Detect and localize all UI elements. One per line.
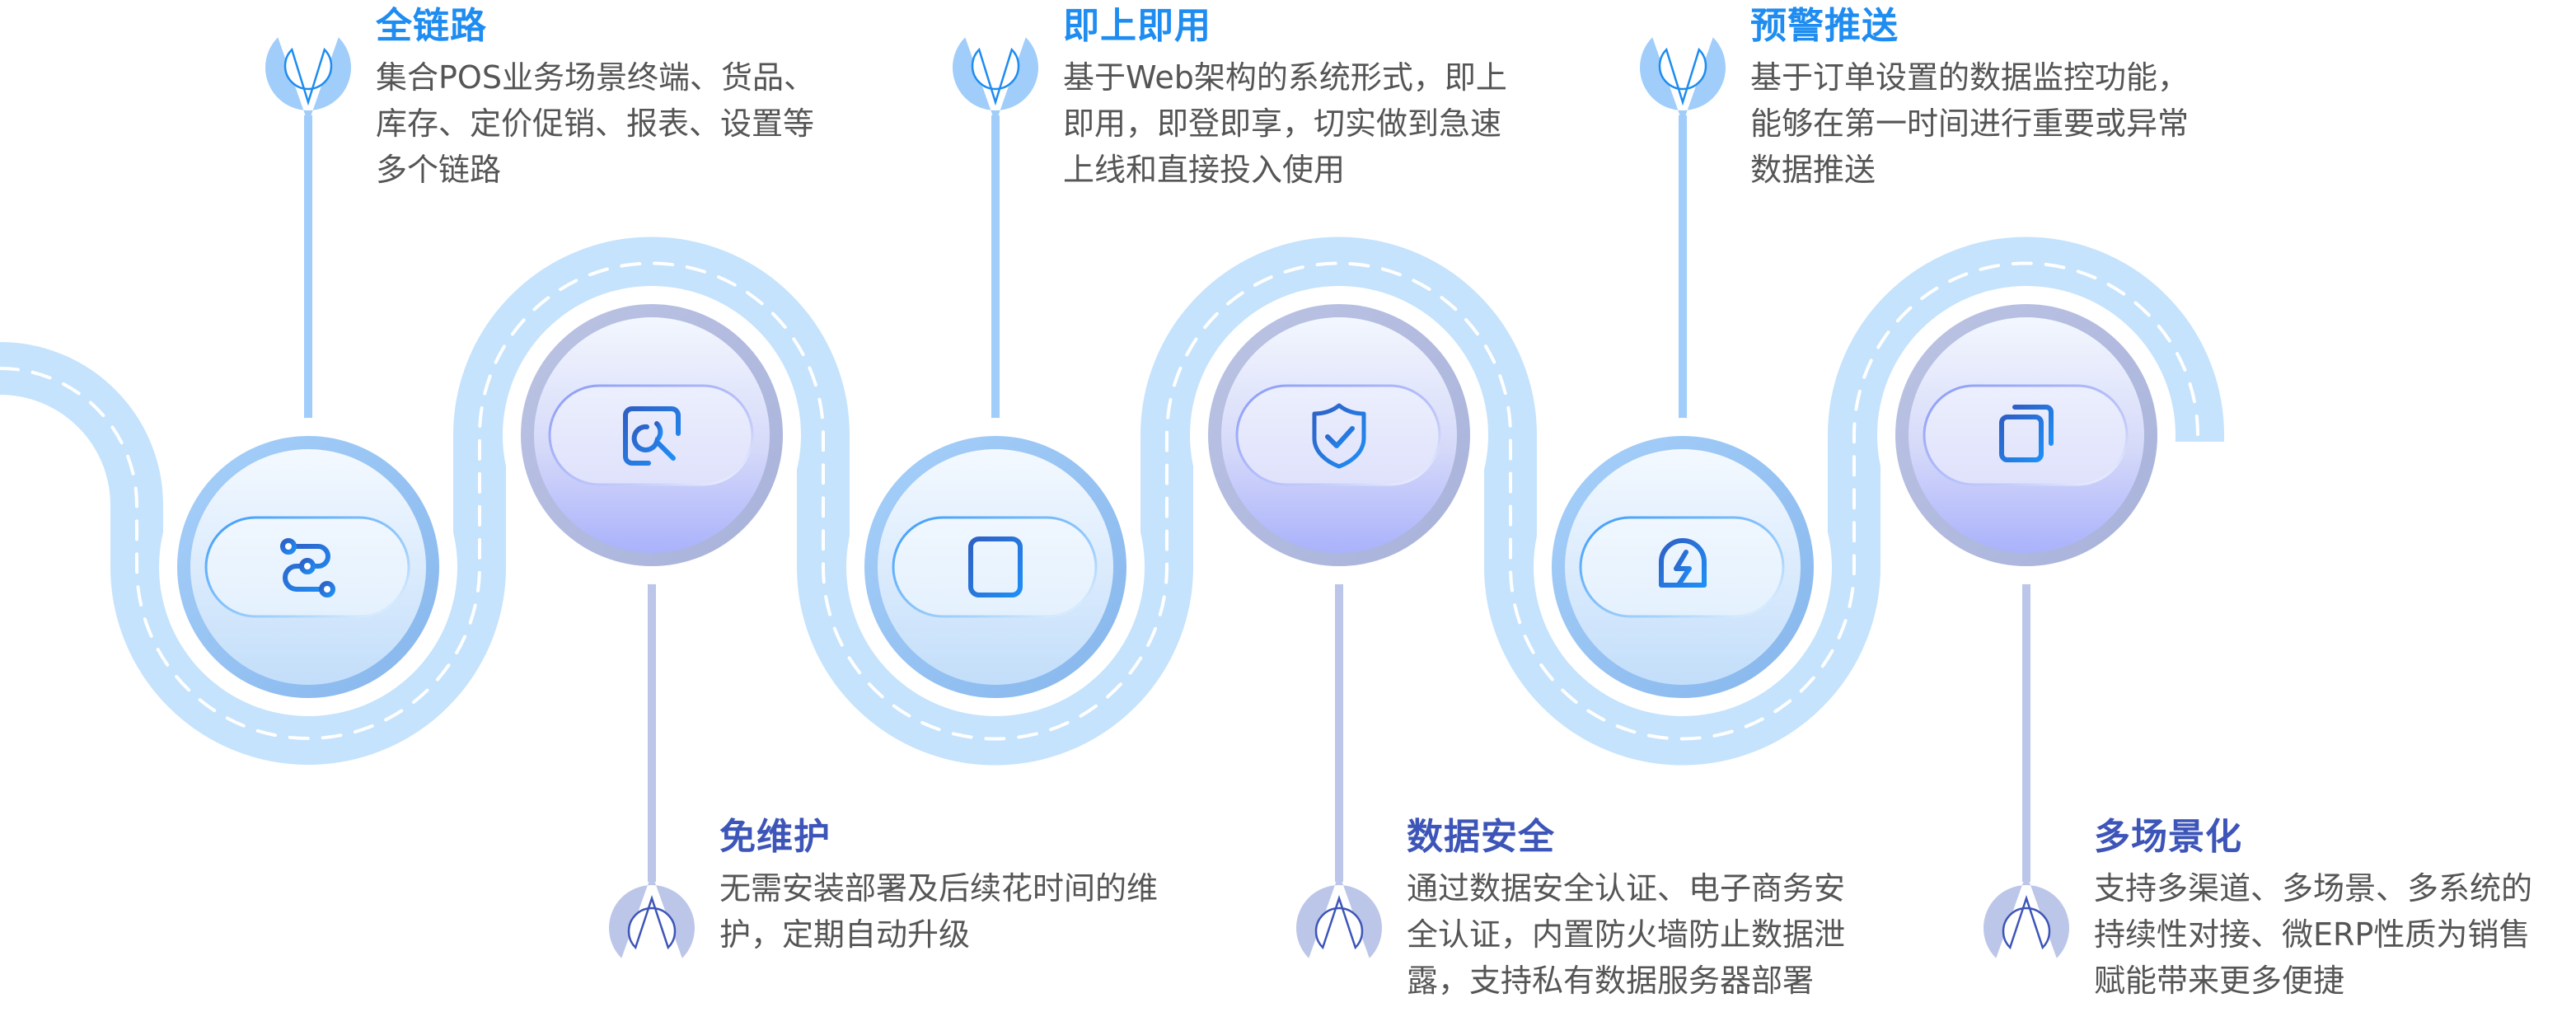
description-line: 无需安装部署及后续花时间的维: [719, 870, 1159, 907]
feature-description: 基于订单设置的数据监控功能， 能够在第一时间进行重要或异常数据推送: [1750, 54, 2245, 193]
description-line: 护，定期自动升级: [719, 916, 971, 953]
description-line: 持续性对接、微ERP性质为销售: [2094, 916, 2531, 953]
feature-title: 全链路: [376, 5, 487, 47]
feature-node-maintenance-free[interactable]: [503, 286, 801, 584]
road-center-dashes: [0, 261, 2199, 741]
feature-node-ready-to-use[interactable]: [846, 418, 1145, 716]
description-line: 数据推送: [1750, 152, 1876, 188]
description-line: 能够在第一时间进行重要或异常: [1750, 105, 2190, 142]
copy-windows-icon: [1999, 405, 2054, 462]
feature-title: 免维护: [719, 816, 831, 858]
feature-text-data-security: 数据安全通过数据安全认证、电子商务安全认证，内置防火墙防止数据泄露，支持私有数据…: [1407, 814, 1901, 1004]
feature-text-multi-scenario: 多场景化支持多渠道、多场景、多系统的持续性对接、微ERP性质为销售赋能带来更多便…: [2094, 814, 2576, 1004]
location-pin-icon: [953, 37, 1038, 124]
icon-pill: [1235, 384, 1441, 486]
drop-pin-icon: [609, 874, 696, 958]
drop-pin-icon: [1984, 874, 2069, 958]
description-line: 集合POS业务场景终端、货品、: [376, 59, 815, 96]
feature-text-full-chain: 全链路集合POS业务场景终端、货品、库存、定价促销、报表、设置等多个链路: [376, 3, 870, 193]
flow-path-icon: [280, 538, 335, 597]
alarm-light-icon: [1656, 538, 1710, 597]
pin-inner-drop: [283, 47, 333, 106]
description-line: 露，支持私有数据服务器部署: [1407, 963, 1815, 999]
feature-text-maintenance-free: 免维护无需安装部署及后续花时间的维护，定期自动升级: [719, 814, 1214, 958]
description-line: 库存、定价促销、报表、设置等: [376, 105, 815, 142]
feature-title: 数据安全: [1407, 816, 1555, 858]
pin-inner-drop: [1314, 895, 1364, 950]
feature-node-data-security[interactable]: [1190, 286, 1488, 584]
feature-node-full-chain[interactable]: [159, 418, 457, 716]
feature-description: 无需安装部署及后续花时间的维护，定期自动升级: [719, 865, 1214, 958]
icon-pill: [1923, 384, 2129, 486]
description-line: 上线和直接投入使用: [1063, 152, 1346, 188]
feature-nodes: [159, 286, 2176, 716]
description-line: 多个链路: [376, 152, 502, 188]
shield-check-icon: [1312, 403, 1366, 469]
icon-pill: [548, 384, 754, 486]
description-line: 赋能带来更多便捷: [2094, 963, 2345, 999]
pin-inner-drop: [971, 47, 1020, 106]
feature-title: 多场景化: [2094, 816, 2242, 858]
connector-lines: [265, 37, 2069, 958]
feature-title: 预警推送: [1750, 5, 1899, 47]
serpentine-road: [0, 237, 2224, 766]
wrench-icon: [623, 406, 681, 466]
feature-node-multi-scenario[interactable]: [1877, 286, 2176, 584]
drop-pin-icon: [1296, 874, 1382, 958]
location-pin-icon: [1640, 37, 1726, 124]
description-line: 即用，即登即享，切实做到急速: [1063, 105, 1502, 142]
browser-window-icon: [968, 536, 1023, 597]
feature-description: 通过数据安全认证、电子商务安全认证，内置防火墙防止数据泄露，支持私有数据服务器部…: [1407, 865, 1901, 1004]
feature-text-ready-to-use: 即上即用基于Web架构的系统形式，即上即用，即登即享，切实做到急速上线和直接投入…: [1063, 3, 1557, 193]
feature-description: 支持多渠道、多场景、多系统的持续性对接、微ERP性质为销售赋能带来更多便捷: [2094, 865, 2576, 1004]
feature-description: 集合POS业务场景终端、货品、库存、定价促销、报表、设置等多个链路: [376, 54, 870, 193]
pin-inner-drop: [627, 895, 677, 950]
description-line: 基于订单设置的数据监控功能，: [1750, 59, 2190, 96]
pin-inner-drop: [1658, 47, 1707, 106]
feature-text-alert-push: 预警推送基于订单设置的数据监控功能， 能够在第一时间进行重要或异常数据推送: [1750, 3, 2245, 193]
description-line: 全认证，内置防火墙防止数据泄: [1407, 916, 1846, 953]
pin-inner-drop: [2002, 895, 2051, 950]
description-line: 支持多渠道、多场景、多系统的: [2094, 870, 2533, 907]
feature-node-alert-push[interactable]: [1534, 418, 1832, 716]
feature-title: 即上即用: [1063, 5, 1211, 47]
description-line: 基于Web架构的系统形式，即上: [1063, 59, 1507, 96]
feature-description: 基于Web架构的系统形式，即上即用，即登即享，切实做到急速上线和直接投入使用: [1063, 54, 1557, 193]
description-line: 通过数据安全认证、电子商务安: [1407, 870, 1846, 907]
location-pin-icon: [265, 37, 352, 124]
